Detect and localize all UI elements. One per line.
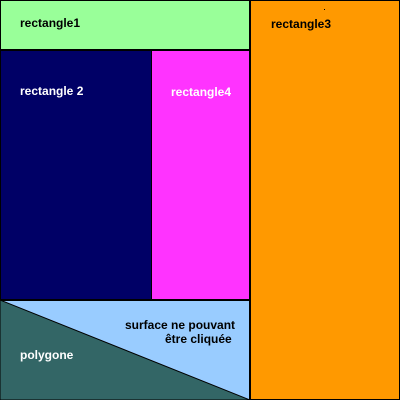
non-clickable-label-line1: surface ne pouvant	[125, 318, 236, 332]
rectangle2-label: rectangle 2	[20, 84, 84, 98]
rectangle4-area[interactable]	[151, 50, 250, 300]
stray-dot	[324, 9, 325, 10]
rectangle1-label: rectangle1	[20, 16, 81, 30]
rectangle1-area[interactable]	[0, 0, 250, 50]
bottom-region	[0, 300, 250, 400]
rectangle3-label: rectangle3	[271, 17, 332, 31]
non-clickable-label-line2: être cliquée	[165, 332, 232, 346]
polygon-label: polygone	[20, 348, 74, 362]
rectangle2-area[interactable]	[0, 50, 152, 300]
bottom-region-shapes	[0, 300, 250, 400]
rectangle4-label: rectangle4	[171, 85, 232, 99]
rectangle3-area[interactable]	[250, 0, 400, 400]
polygon-area[interactable]	[0, 300, 250, 400]
